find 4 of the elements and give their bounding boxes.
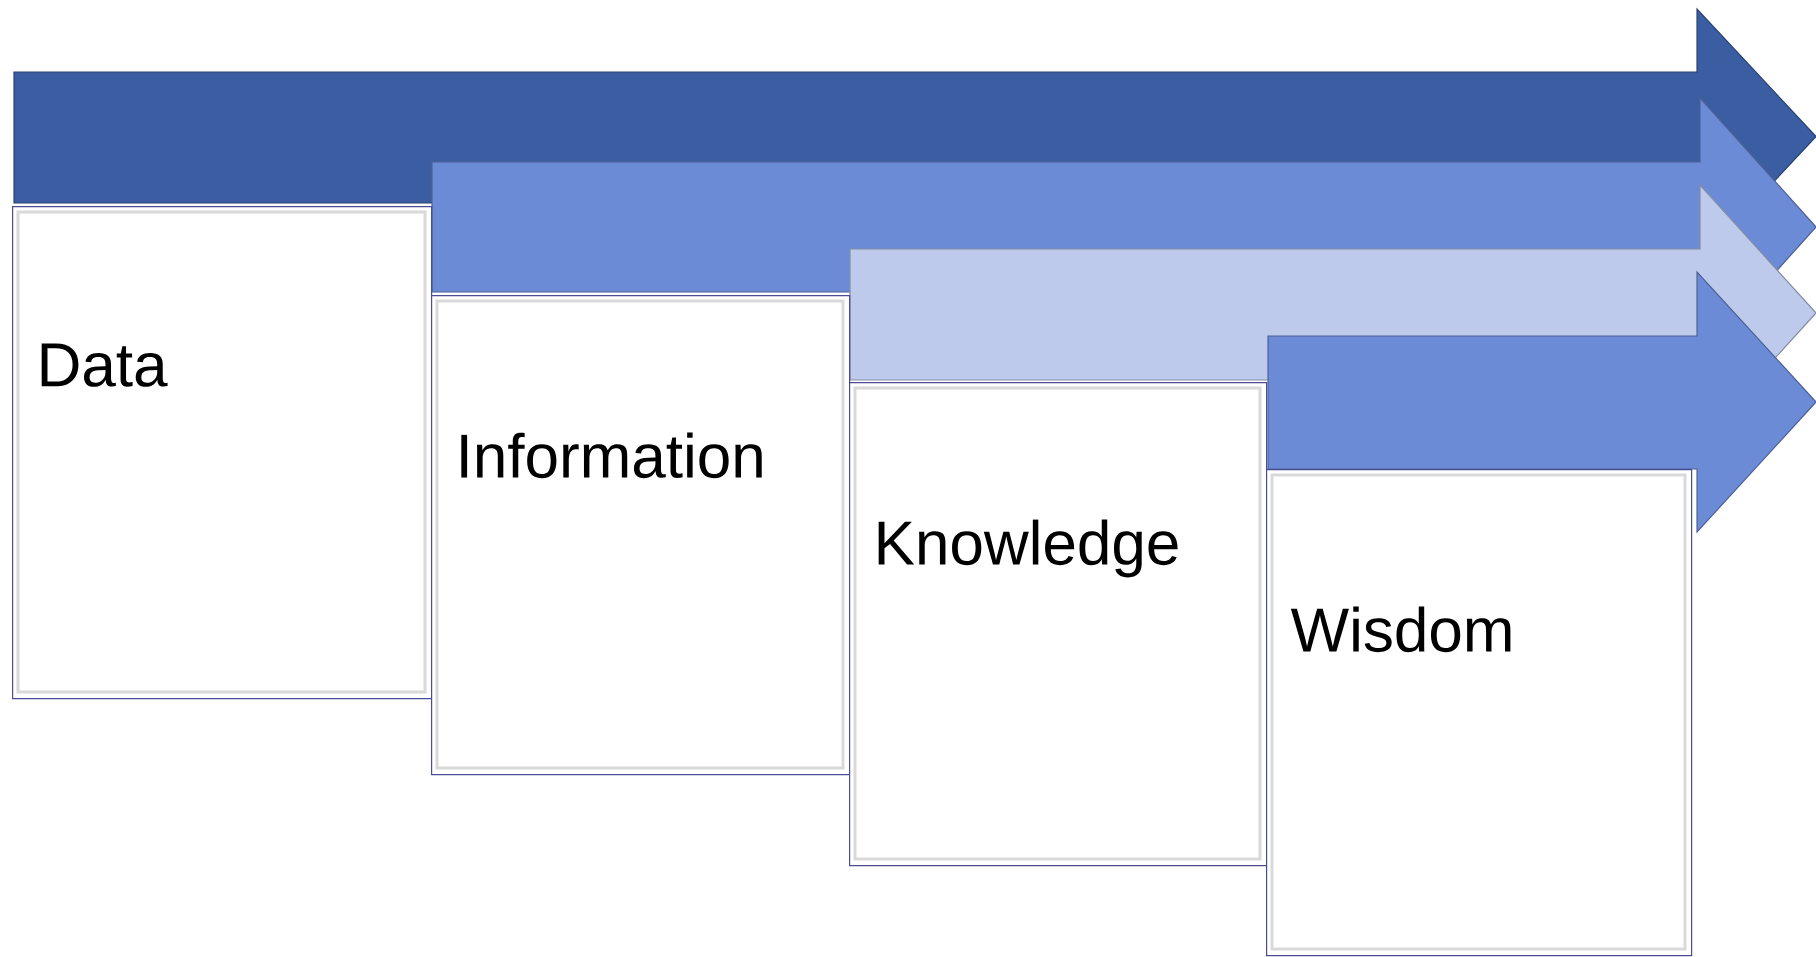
text-box: Wisdom bbox=[1266, 469, 1693, 957]
text-box: Data bbox=[12, 206, 433, 700]
text-box: Information bbox=[431, 295, 851, 776]
text-box: Knowledge bbox=[849, 382, 1268, 867]
